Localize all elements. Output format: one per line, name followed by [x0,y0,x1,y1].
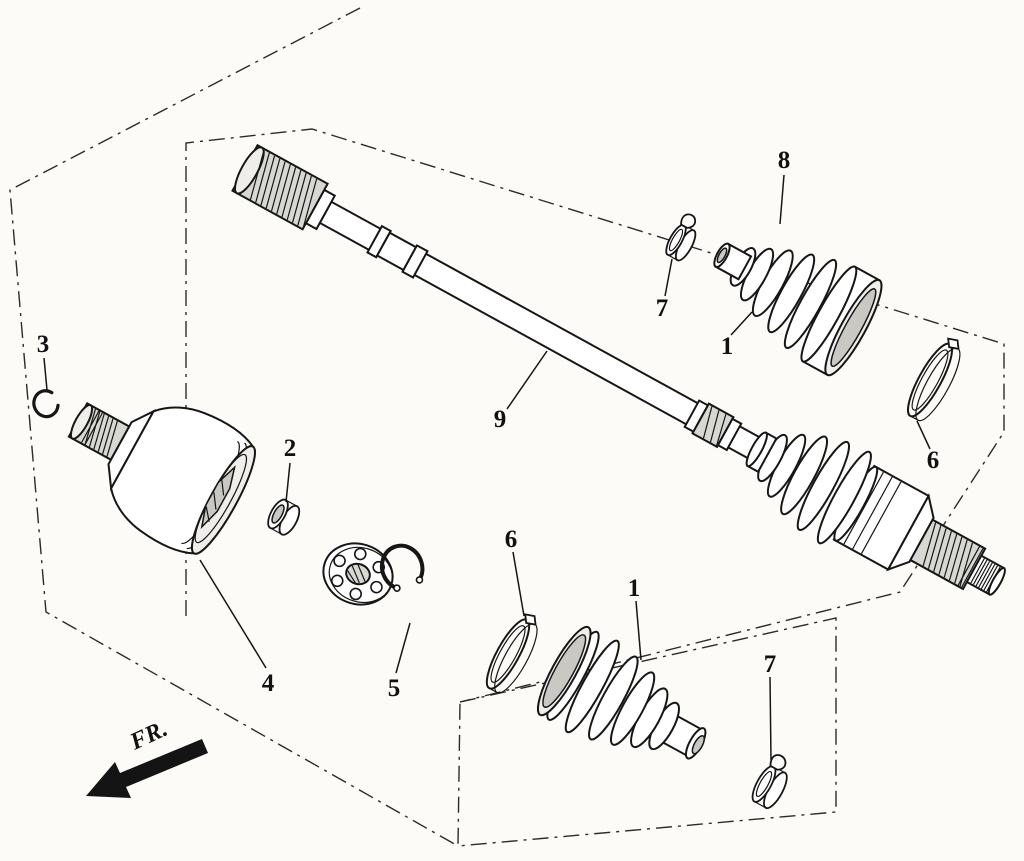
leader-line [395,622,411,674]
band-tab [769,754,787,771]
leader-line [43,357,48,391]
leader-line [635,600,642,661]
callout-label-8: 8 [778,147,791,174]
phantom-outer-boundary [9,7,459,847]
shaft-end-cap [234,146,265,195]
spider-assembly [322,542,394,606]
leader-line [506,350,548,410]
callout-label-3: 3 [37,331,50,358]
callout-label-2: 2 [284,435,297,462]
cv-boot-lower [536,625,707,760]
callout-label-9: 9 [494,406,507,433]
callout-label-7-lower: 7 [764,651,777,678]
leader-line [199,559,267,669]
tip-end-cap [987,567,1006,596]
cv-boot-installed [745,431,872,545]
leader-line [916,420,931,450]
callout-label-7-upper: 7 [656,295,669,322]
spline-hatch [249,149,318,229]
shaft-splined-end [231,143,329,231]
band-buckle [947,337,960,350]
fr-direction-arrow: FR. [86,716,208,798]
ball [349,587,363,601]
band-buckle [524,613,537,626]
callout-6-lower: 6 [505,526,525,617]
ball [333,554,346,568]
callout-label-6-upper: 6 [927,447,940,474]
fr-label: FR. [125,716,171,756]
ball [370,580,383,594]
callout-4: 4 [199,559,275,697]
snap-ring [379,543,425,592]
callout-label-1-upper: 1 [721,333,734,360]
shaft-collar-a [366,224,429,279]
leader-line [769,676,772,761]
ball [330,574,344,588]
band-tab [680,213,697,229]
stub-spline-hatch [922,522,973,587]
leader-line [779,174,785,225]
callout-label-1-lower: 1 [628,575,641,602]
driveshaft [231,143,1006,596]
cv-boot-upper [713,242,883,377]
leader-line [730,311,753,336]
callout-5: 5 [388,622,411,702]
fr-arrow-shape [86,739,208,798]
callout-7-lower: 7 [764,651,777,761]
callout-8: 8 [778,147,791,225]
set-ring [267,498,301,536]
phantom-shaft-panel [185,128,1005,703]
boot-band-large-lower [485,613,538,694]
phantom-lower-panel [457,617,837,847]
boot-band-large-upper [907,337,961,422]
stub-end-cap [69,404,94,440]
inner-cv-joint-housing [67,401,256,555]
housing-cavity [200,465,236,530]
boot-band-small-lower [751,754,788,810]
leader-line [285,462,291,503]
shaft-collar-b [683,399,743,452]
leader-line [512,551,525,617]
callout-label-6-lower: 6 [505,526,518,553]
callout-label-4: 4 [262,670,275,697]
callout-label-5: 5 [388,675,401,702]
callout-1-upper: 1 [721,311,753,360]
callout-1-lower: 1 [628,575,642,661]
phantom-frame [9,7,1005,847]
callout-6-upper: 6 [916,420,940,474]
callout-3: 3 [37,331,50,391]
callout-7-upper: 7 [656,258,673,322]
ball [353,547,367,561]
circlip [32,389,60,419]
callout-2: 2 [284,435,297,503]
boot-band-small-upper [665,213,697,262]
callout-9: 9 [494,350,548,433]
leader-line [664,258,673,297]
